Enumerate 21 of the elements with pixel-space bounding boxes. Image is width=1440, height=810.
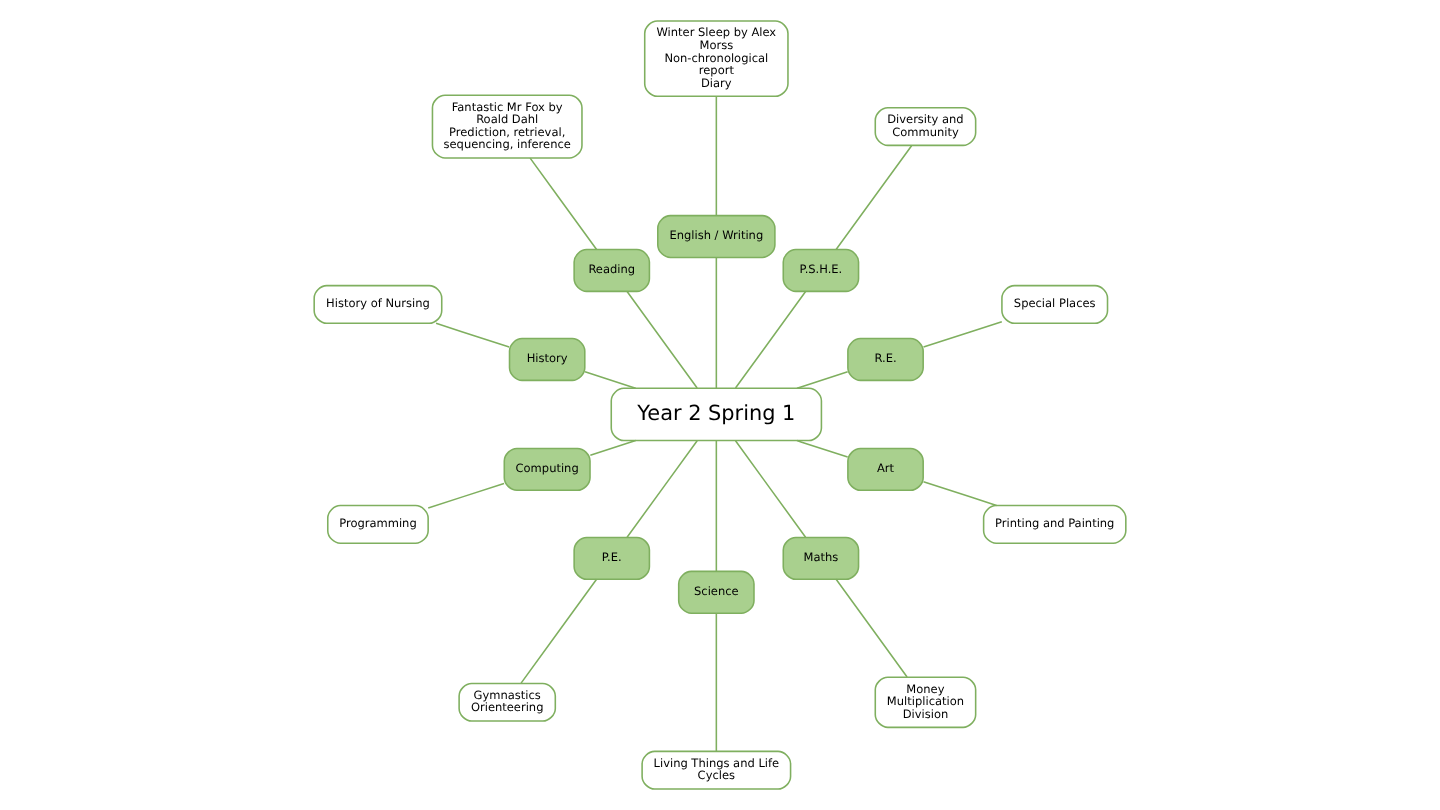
- connector: [626, 440, 698, 539]
- connector: [835, 144, 913, 251]
- connector: [796, 370, 849, 389]
- connector: [626, 290, 698, 389]
- connector: [529, 157, 598, 251]
- connector: [427, 482, 505, 509]
- connector: [715, 439, 718, 573]
- connector: [835, 578, 908, 678]
- node-box: Year 2 Spring 1: [610, 387, 823, 442]
- connector: [922, 320, 1003, 348]
- connector: [922, 480, 998, 507]
- connector: [589, 439, 637, 457]
- connector: [734, 290, 807, 389]
- connector: [734, 440, 807, 539]
- connector: [796, 439, 849, 458]
- connector: [435, 322, 510, 348]
- connector: [715, 256, 718, 389]
- connector: [584, 370, 637, 389]
- connector: [715, 95, 718, 217]
- connector: [520, 578, 598, 684]
- connector: [715, 612, 718, 753]
